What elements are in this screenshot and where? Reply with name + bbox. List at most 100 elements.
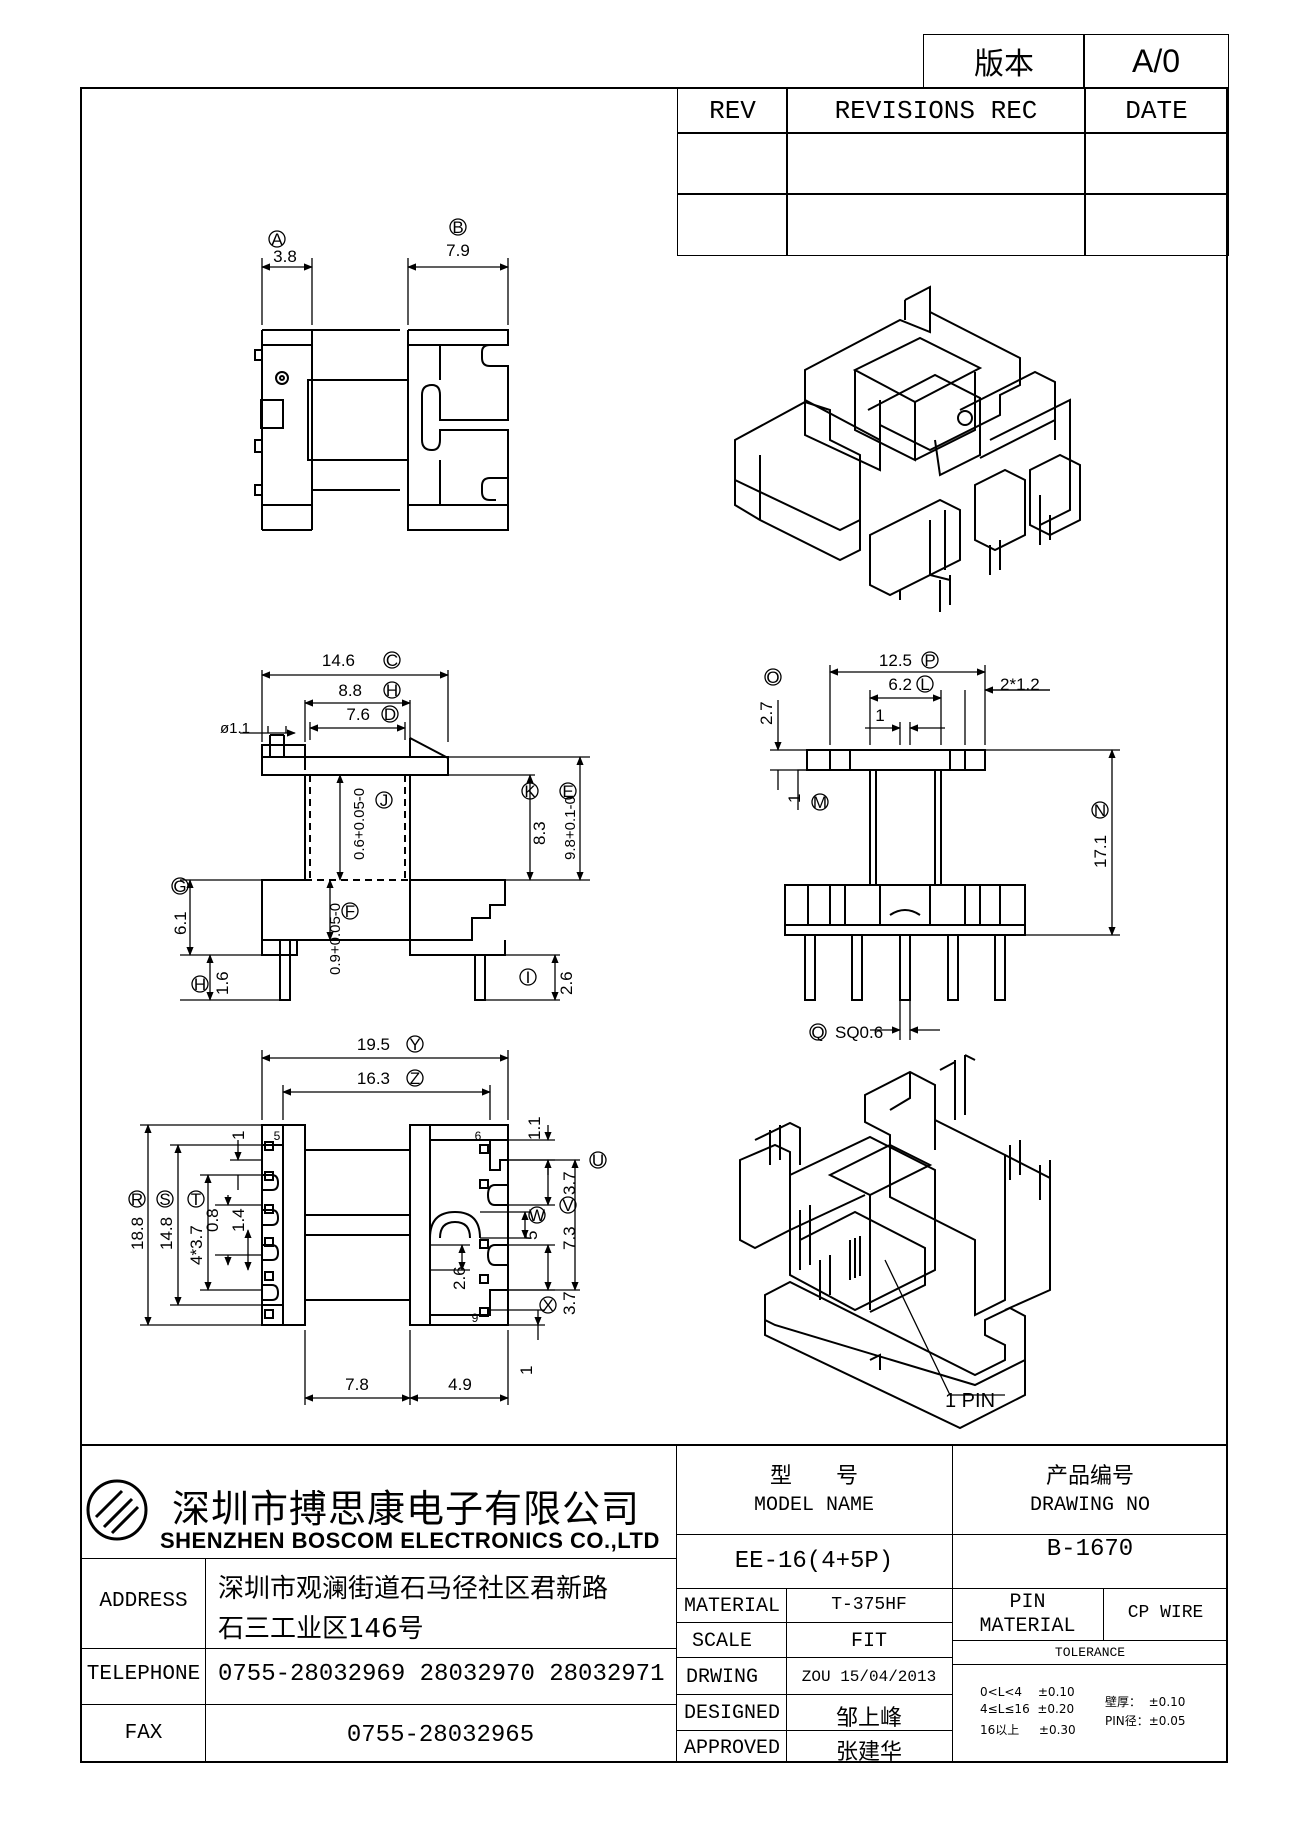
dim-26-value: 2.6 — [450, 1266, 469, 1290]
top-view-right-half — [407, 329, 509, 531]
dim-T-letter: T — [191, 1190, 201, 1209]
dim-Y-value: 19.5 — [357, 1035, 390, 1054]
dim-L-letter: L — [920, 675, 929, 694]
designed-label: DESIGNED — [683, 1702, 780, 1725]
dim-D-letter: D — [384, 705, 396, 724]
dim-49-value: 4.9 — [448, 1375, 472, 1394]
dim-08-value: 0.8 — [203, 1208, 222, 1232]
dim-U-value: 3.7 — [560, 1171, 579, 1195]
rev-row-1-rev — [677, 132, 788, 195]
tolerance-line-3: 16以上 ±0.30 — [980, 1723, 1076, 1737]
dim-1a-value: 1 — [229, 1131, 248, 1140]
top-view-left-half — [254, 329, 409, 531]
pin-5-label: 5 — [274, 1129, 281, 1143]
version-value: A/0 — [1131, 42, 1181, 79]
pin-material-value: CP WIRE — [1127, 1603, 1204, 1623]
dim-W-letter: W — [529, 1206, 545, 1225]
dim-U-letter: U — [592, 1151, 604, 1170]
right-divider-8 — [952, 1664, 1228, 1665]
material-label: MATERIAL — [683, 1595, 780, 1618]
technical-drawing: A 3.8 B 7.9 14.6 C 8.8 H 7.6 D ø1.1 0.6+… — [128, 218, 1120, 1430]
dim-B-letter: B — [452, 218, 463, 237]
iso-view-bottom — [739, 1054, 1051, 1430]
dim-A-lines — [261, 258, 509, 325]
rev-row-1-rec — [786, 132, 1086, 195]
dim-14-value: 1.4 — [229, 1208, 248, 1232]
date-header: DATE — [1084, 87, 1229, 134]
pin-1-label: 1 PIN — [945, 1390, 995, 1412]
dim-78-value: 7.8 — [345, 1375, 369, 1394]
rev-row-2-rev — [677, 193, 788, 256]
dim-X-letter: X — [542, 1296, 553, 1315]
right-divider-4 — [676, 1657, 952, 1658]
dim-Z-value: 16.3 — [357, 1069, 390, 1088]
dim-H-letter: H — [386, 681, 398, 700]
right-vertical-1 — [676, 1444, 677, 1763]
date-header-text: DATE — [1125, 95, 1188, 126]
dim-R-value: 18.8 — [128, 1217, 147, 1250]
dim-phi-value: ø1.1 — [220, 720, 250, 737]
rev-header-text: REV — [709, 95, 756, 126]
label-vertical — [786, 1588, 787, 1763]
right-divider-3 — [676, 1622, 952, 1623]
drwing-label: DRWING — [685, 1666, 758, 1689]
dim-O-value: 2.7 — [757, 701, 776, 725]
dim-V-letter: V — [562, 1196, 574, 1215]
rev-row-2-date — [1084, 193, 1229, 256]
dim-Q-letter: Q — [811, 1023, 824, 1042]
dim-pin-width-value: 2*1.2 — [1000, 675, 1040, 694]
dim-I-letter: I — [526, 968, 531, 987]
dim-G-letter: G — [173, 877, 186, 896]
dim-R-letter: R — [131, 1190, 143, 1209]
dim-G-value: 6.1 — [171, 911, 190, 935]
dim-H2-letter: H — [194, 975, 206, 994]
drawing-value: B-1670 — [1046, 1536, 1134, 1563]
revisions-rec-header-text: REVISIONS REC — [834, 95, 1038, 126]
dim-Y-letter: Y — [409, 1035, 420, 1054]
dim-A-value: 3.8 — [273, 247, 297, 266]
dim-W-value: 5 — [522, 1231, 541, 1240]
dim-T-value: 4*3.7 — [187, 1225, 206, 1265]
dim-M-value: 1 — [785, 794, 804, 803]
approved-label: APPROVED — [683, 1737, 780, 1760]
drwing-value: ZOU 15/04/2013 — [801, 1668, 937, 1686]
dim-I-value: 2.6 — [557, 971, 576, 995]
side-view-dims — [770, 665, 1120, 1040]
designed-value: 邹上峰 — [835, 1706, 902, 1731]
model-label-en: MODEL NAME — [753, 1494, 875, 1517]
dim-D-value: 7.6 — [346, 705, 370, 724]
tolerance-line-1: 0<L<4 ±0.10 — [980, 1685, 1075, 1699]
drawing-label-cn: 产品编号 — [1045, 1464, 1134, 1489]
pin-material-label-1: PIN — [1009, 1591, 1046, 1614]
dim-F-letter: F — [345, 902, 355, 921]
fax-label: FAX — [124, 1722, 163, 1745]
front-view — [261, 734, 506, 1001]
dim-E-letter: E — [562, 782, 573, 801]
pin-material-label-2: MATERIAL — [979, 1615, 1076, 1638]
material-value: T-375HF — [831, 1595, 907, 1615]
model-value: EE-16(4+5P) — [734, 1548, 894, 1575]
dim-S-value: 14.8 — [157, 1217, 176, 1250]
pin-9-label: 9 — [472, 1311, 479, 1325]
dim-J-value: 0.6+0.05-0 — [351, 788, 368, 860]
dim-E-value: 9.8+0.1-0 — [562, 796, 579, 860]
side-view — [784, 749, 1026, 1001]
bottom-view-dims — [140, 1050, 580, 1405]
fax-value: 0755-28032965 — [346, 1722, 535, 1749]
tolerance-pin: PIN径：±0.05 — [1105, 1714, 1186, 1728]
dim-K-letter: K — [524, 782, 536, 801]
dim-H2-value: 1.6 — [213, 971, 232, 995]
dim-b1-value: 1 — [517, 1366, 536, 1375]
rev-row-2-rec — [786, 193, 1086, 256]
dim-N-letter: N — [1094, 801, 1106, 820]
drawing-label-en: DRAWING NO — [1029, 1494, 1151, 1517]
dim-H-value: 8.8 — [338, 681, 362, 700]
model-label-cn: 型 号 — [769, 1464, 858, 1489]
dim-O-letter: O — [766, 668, 779, 687]
pin-6-label: 6 — [475, 1129, 482, 1143]
dim-C-letter: C — [386, 651, 398, 670]
approved-value: 张建华 — [835, 1740, 902, 1765]
left-divider-2 — [80, 1648, 676, 1649]
front-view-dims — [180, 670, 590, 1001]
version-label: 版本 — [974, 47, 1034, 82]
